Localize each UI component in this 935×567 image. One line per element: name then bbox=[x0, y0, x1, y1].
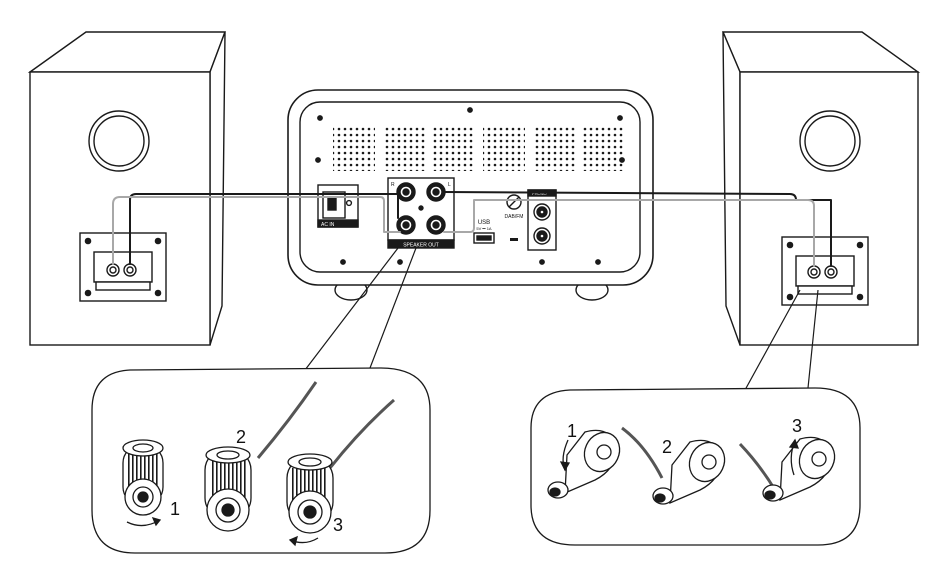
right-step2-number: 2 bbox=[662, 437, 672, 457]
left-step3-number: 3 bbox=[333, 515, 343, 535]
vent-grilles bbox=[333, 126, 625, 171]
right-step3-terminal bbox=[738, 436, 836, 502]
right-speaker bbox=[721, 31, 921, 346]
callout-lines bbox=[304, 247, 819, 391]
left-speaker bbox=[27, 31, 227, 346]
terminal-l-label: L bbox=[448, 182, 451, 188]
left-step2-number: 2 bbox=[236, 427, 246, 447]
right-step3-number: 3 bbox=[792, 416, 802, 436]
usb-port: USB 5V ⎓ 1A bbox=[473, 220, 518, 244]
left-step1-number: 1 bbox=[170, 499, 180, 519]
terminal-r-label: R bbox=[391, 182, 395, 188]
left-step2-terminal bbox=[204, 381, 318, 532]
antenna-connector: DAB/FM bbox=[505, 194, 524, 220]
right-cable-grey bbox=[443, 199, 815, 267]
speaker-cables bbox=[112, 191, 832, 267]
left-step1-terminal bbox=[122, 439, 164, 527]
antenna-label: DAB/FM bbox=[505, 214, 524, 220]
right-woofer bbox=[799, 110, 861, 172]
left-detail-panel: 1 2 3 bbox=[91, 367, 431, 554]
power-label: AC IN bbox=[321, 222, 335, 228]
left-step3-terminal bbox=[286, 398, 395, 547]
right-step2-terminal bbox=[621, 426, 726, 505]
left-woofer bbox=[88, 110, 150, 172]
right-detail-panel: 1 2 3 bbox=[530, 387, 861, 546]
speaker-out-label: SPEAKER OUT bbox=[403, 243, 439, 249]
usb-label: USB bbox=[478, 220, 490, 226]
right-step1-number: 1 bbox=[567, 421, 577, 441]
power-inlet: AC IN bbox=[317, 184, 359, 228]
usb-sublabel: 5V ⎓ 1A bbox=[476, 226, 492, 231]
right-step1-terminal bbox=[547, 429, 621, 499]
left-cable-grey bbox=[112, 196, 401, 265]
left-cable-black bbox=[129, 193, 399, 265]
